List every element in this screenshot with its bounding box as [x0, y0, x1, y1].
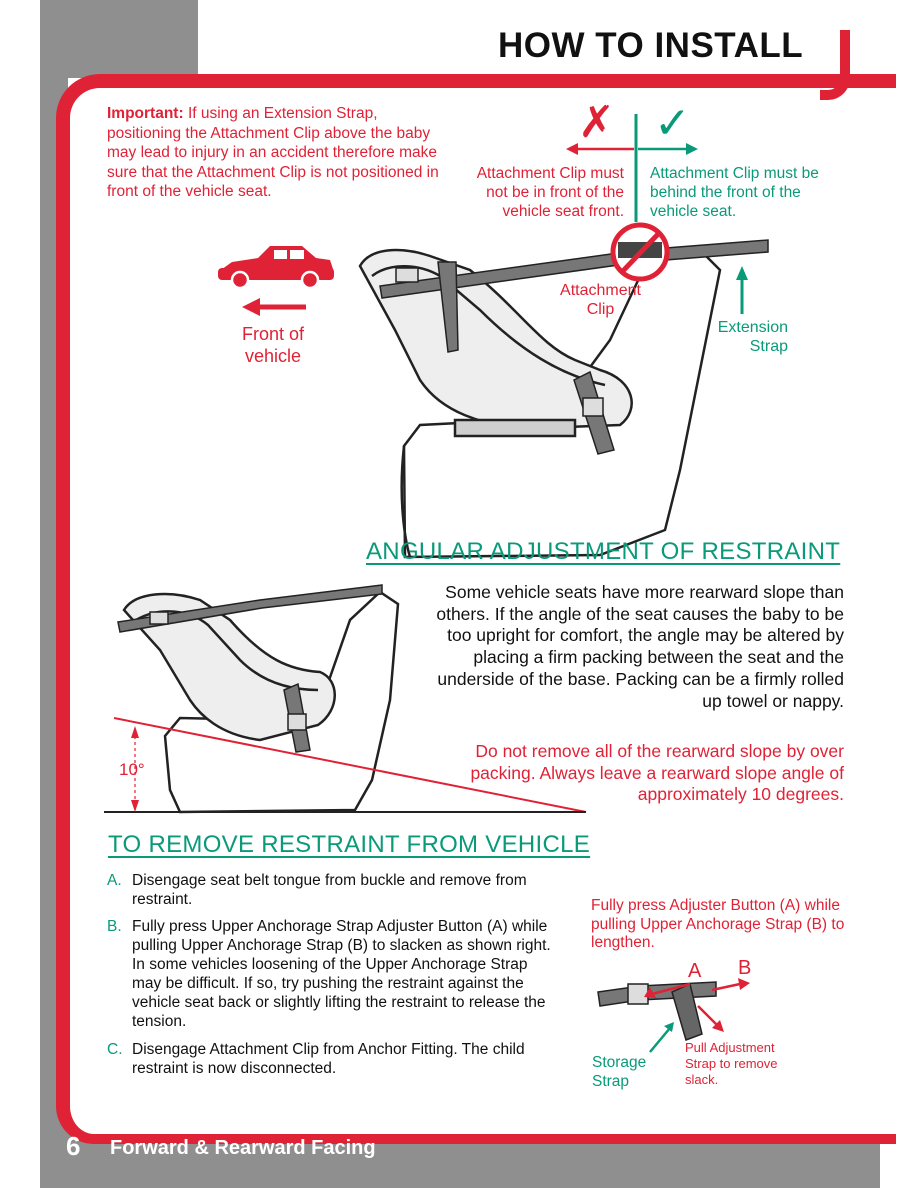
right-position-caption: Attachment Clip must be behind the front… [650, 165, 819, 220]
front-of-vehicle-label: Front of vehicle [241, 324, 305, 366]
adjuster-caption: Fully press Adjuster Button (A) while pu… [591, 897, 845, 951]
remove-heading: TO REMOVE RESTRAINT FROM VEHICLE [108, 831, 591, 858]
title-hook-decoration [820, 30, 850, 100]
step-text: Disengage Attachment Clip from Anchor Fi… [132, 1041, 525, 1077]
label-b: B [738, 957, 752, 979]
extension-strap-middle [117, 584, 383, 753]
step-letter: C. [107, 1041, 123, 1058]
front-arrow-icon [242, 298, 306, 316]
adjuster-strap-illustration [597, 978, 750, 1053]
step-a: A. Disengage seat belt tongue from buckl… [107, 871, 555, 909]
angular-heading: ANGULAR ADJUSTMENT OF RESTRAINT [366, 538, 841, 565]
wrong-mark-icon: ✗ [578, 97, 615, 148]
extension-strap-label: Extension Strap [717, 319, 788, 355]
extension-arrow-icon [736, 266, 748, 314]
wrong-position-caption: Attachment Clip must not be in front of … [476, 165, 624, 220]
page-number: 6 [66, 1131, 81, 1161]
no-entry-clip-icon [610, 222, 670, 282]
header-grey-band [40, 0, 198, 78]
check-mark-icon: ✓ [654, 98, 691, 149]
important-notice: Important: If using an Extension Strap, … [107, 104, 442, 202]
angle-label: 10° [119, 760, 145, 779]
angular-warning: Do not remove all of the rearward slope … [470, 741, 844, 805]
step-letter: A. [107, 872, 122, 889]
step-text: Fully press Upper Anchorage Strap Adjust… [132, 918, 551, 1030]
clip-position-indicator [566, 114, 698, 222]
attachment-clip-label: Attachment Clip [560, 282, 641, 318]
storage-strap-label: Storage Strap [592, 1054, 647, 1090]
important-lead: Important: [107, 105, 184, 122]
slope-guide-lines [104, 717, 587, 813]
angular-body: Some vehicle seats have more rearward sl… [436, 582, 844, 711]
step-letter: B. [107, 918, 122, 935]
extension-strap-top [379, 239, 769, 455]
step-b: B. Fully press Upper Anchorage Strap Adj… [107, 917, 555, 1031]
pull-adjustment-label: Pull Adjustment Strap to remove slack. [685, 1040, 778, 1087]
step-c: C. Disengage Attachment Clip from Anchor… [107, 1040, 555, 1078]
page-title: HOW TO INSTALL [498, 26, 804, 65]
important-text: If using an Extension Strap, positioning… [107, 105, 439, 200]
label-a: A [688, 960, 702, 982]
step-text: Disengage seat belt tongue from buckle a… [132, 872, 527, 908]
footer-section-title: Forward & Rearward Facing [110, 1137, 376, 1159]
baby-capsule-top [358, 248, 633, 438]
car-icon [218, 246, 334, 290]
